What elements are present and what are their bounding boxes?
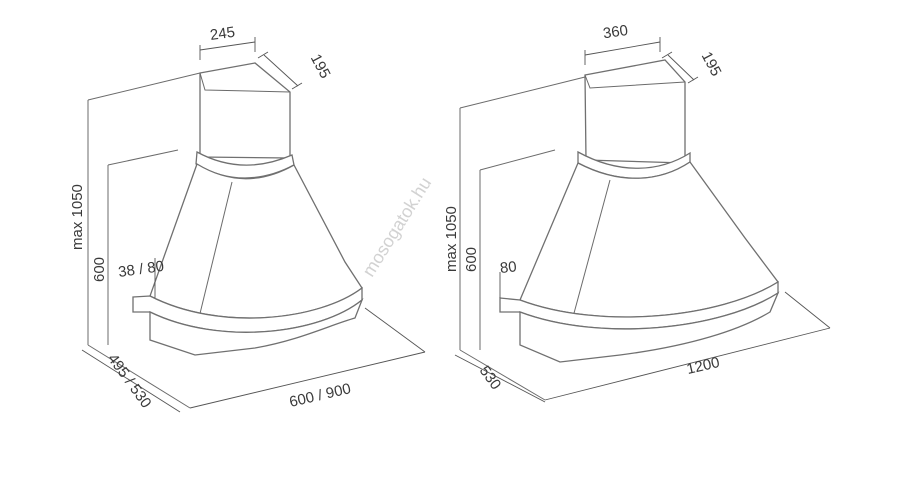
left-chimney-depth-label: 195 (307, 51, 334, 81)
right-width-label: 1200 (685, 354, 721, 378)
left-lip-height-label: 38 / 80 (117, 258, 165, 281)
right-body-height-label: 600 (463, 247, 480, 272)
right-chimney-width-label: 360 (602, 22, 629, 42)
right-hood (454, 37, 831, 403)
right-max-height-label: max 1050 (443, 206, 460, 272)
left-body-height-label: 600 (91, 257, 108, 282)
left-width-label: 600 / 900 (288, 380, 353, 411)
left-max-height-label: max 1050 (69, 184, 86, 250)
left-hood (81, 37, 426, 413)
right-depth-label: 530 (476, 363, 504, 393)
right-lip-height-label: 80 (499, 258, 517, 277)
watermark-text: mosogatok.hu (358, 174, 435, 280)
right-chimney-depth-label: 195 (698, 49, 725, 79)
left-chimney-width-label: 245 (209, 24, 236, 44)
